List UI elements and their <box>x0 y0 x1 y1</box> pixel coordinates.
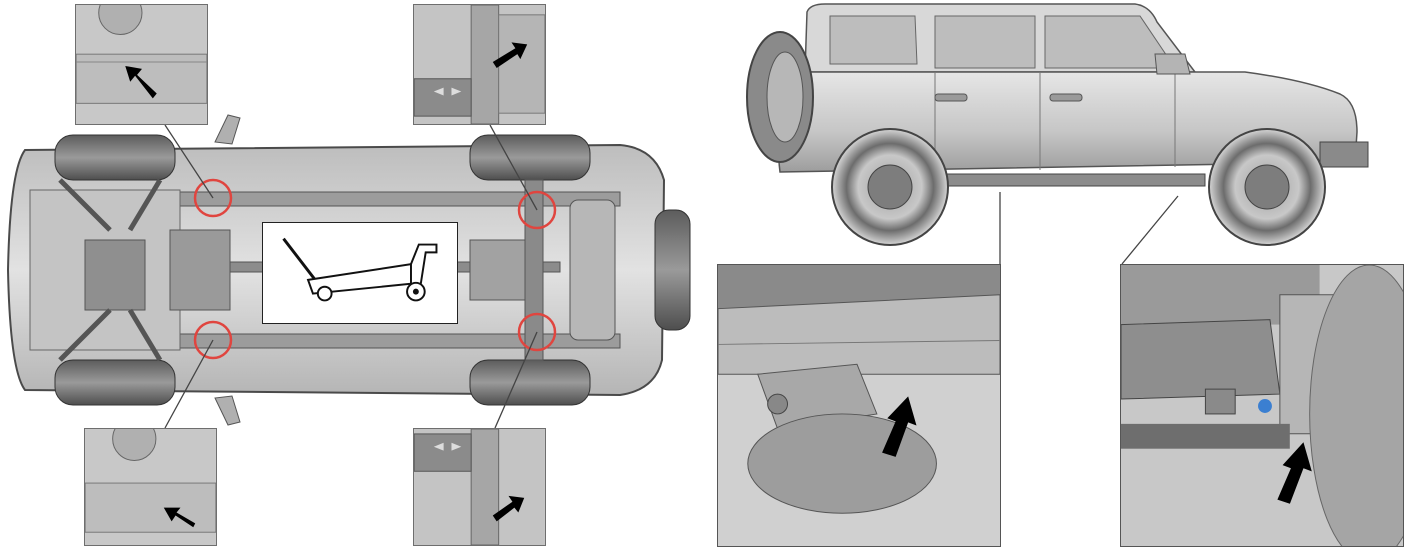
jack-saddle-arm <box>410 243 438 284</box>
jack-pad <box>1204 388 1236 415</box>
control-arms <box>58 178 163 362</box>
spare-tire-lower <box>747 413 937 514</box>
inset-side-front <box>717 264 1001 547</box>
side-view <box>745 2 1370 247</box>
front-wheel-hub <box>1244 164 1290 210</box>
transmission <box>169 229 231 311</box>
rear-wheel-hub <box>867 164 913 210</box>
bolt <box>767 393 789 415</box>
rail-section <box>85 482 216 533</box>
rear-axle <box>524 179 544 361</box>
inset-rear-left <box>413 4 546 125</box>
spring-seat <box>112 429 157 461</box>
jack-wheel <box>316 285 333 302</box>
inset-front-right <box>84 428 217 546</box>
inset-side-rear <box>1120 264 1404 547</box>
inset-front-left <box>75 4 208 125</box>
locator-dot <box>1258 399 1272 413</box>
bracket <box>414 78 472 117</box>
side-mirror <box>1154 53 1191 75</box>
tire-shape <box>469 134 591 181</box>
rocker-panel <box>944 173 1206 187</box>
spare-tire-hub <box>766 51 804 143</box>
inset-rear-right <box>413 428 546 546</box>
lower-frame <box>1121 423 1290 449</box>
engine-block <box>84 239 146 311</box>
floor-jack-icon <box>262 222 458 324</box>
door-handle <box>1049 93 1083 102</box>
tire-shape <box>54 359 176 406</box>
spring-seat <box>98 5 143 35</box>
rear-door-window <box>934 15 1036 69</box>
door-handle <box>934 93 968 102</box>
front-bumper <box>1319 141 1369 168</box>
bracket <box>414 433 472 472</box>
sill-block <box>1121 319 1281 400</box>
body-sill <box>718 294 1000 375</box>
tire-shape <box>469 359 591 406</box>
pointer-arrow <box>492 42 528 68</box>
fuel-tank <box>569 199 616 341</box>
tire-shape <box>54 134 176 181</box>
axle-tube <box>470 429 500 545</box>
tire-edge <box>1309 265 1403 546</box>
pointer-arrow <box>125 65 157 99</box>
rear-window <box>829 15 918 65</box>
pointer-arrow <box>163 507 196 528</box>
pointer-arrow <box>492 495 525 522</box>
pointer-arrow <box>1277 442 1312 504</box>
mirror-shape <box>214 114 241 145</box>
spare-tire-shape <box>654 209 691 331</box>
mirror-shape <box>214 395 241 426</box>
pointer-arrow <box>882 396 917 457</box>
jack-wheel-hub <box>412 288 419 295</box>
